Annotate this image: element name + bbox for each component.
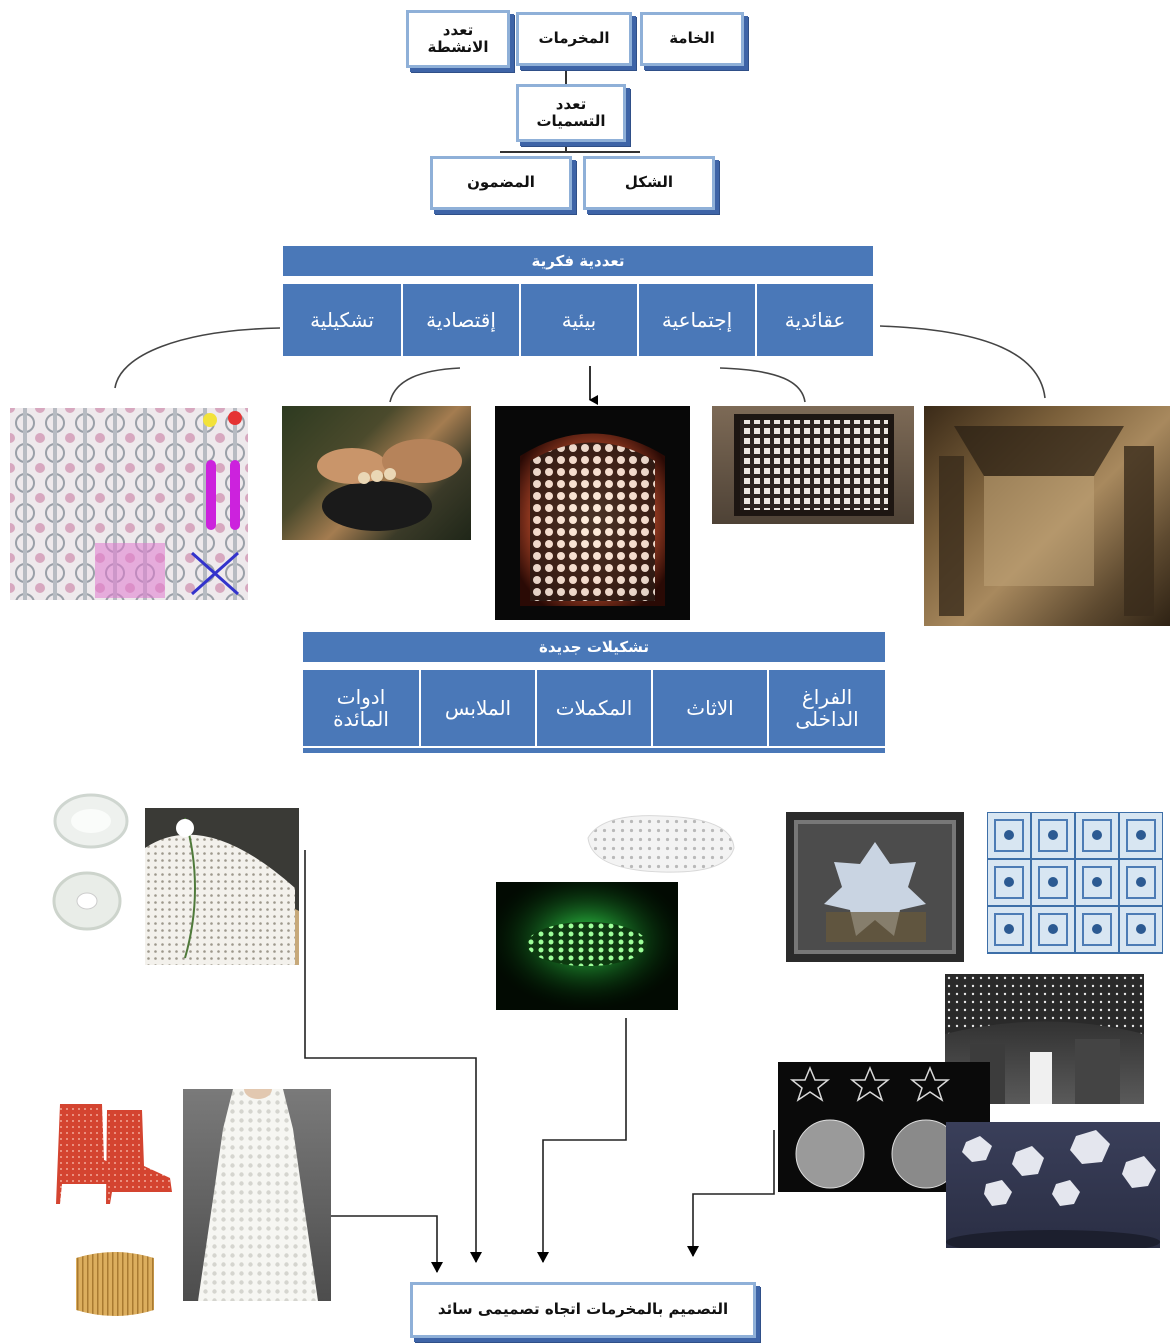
intellectual-header: تعددية فكرية	[283, 246, 873, 276]
white-dish-image	[52, 870, 122, 932]
cell-label: إقتصادية	[426, 308, 496, 332]
perforated-label: المخرمات	[538, 29, 610, 48]
final-conclusion-box: التصميم بالمخرمات اتجاه تصميمى سائد	[410, 1282, 756, 1338]
formations-cell-furniture: الاثاث	[653, 670, 767, 746]
content-label: المضمون	[467, 173, 535, 192]
material-label: الخامة	[669, 29, 715, 48]
white-lace-dress-image	[183, 1089, 331, 1301]
formations-cell-accessories: المكملات	[537, 670, 651, 746]
cell-label: المكملات	[555, 696, 633, 720]
formations-cell-clothing: الملابس	[421, 670, 535, 746]
intellectual-cell-economic: إقتصادية	[403, 284, 519, 356]
hexagon-cutouts-image	[946, 1122, 1160, 1248]
shape-label: الشكل	[624, 173, 674, 192]
formations-header-label: تشكيلات جديدة	[538, 638, 650, 656]
activities-box: تعدد الانشطة	[406, 10, 510, 68]
cell-label: عقائدية	[784, 308, 846, 332]
perforated-box: المخرمات	[516, 12, 632, 66]
formations-header: تشكيلات جديدة	[303, 632, 885, 662]
cell-label: بيئية	[561, 308, 597, 332]
green-lit-lamp-image	[496, 882, 678, 1010]
white-lamp-shade-image	[582, 808, 738, 878]
content-box: المضمون	[430, 156, 572, 210]
material-box: الخامة	[640, 12, 744, 66]
intellectual-header-label: تعددية فكرية	[531, 252, 625, 270]
mashrabiya-window-image	[712, 406, 914, 524]
activities-label: تعدد الانشطة	[427, 20, 489, 56]
pattern-tiles-image	[10, 408, 248, 600]
perforated-bowl-image	[145, 808, 299, 965]
hands-crafting-image	[282, 406, 471, 540]
formations-cell-tableware: ادوات المائدة	[303, 670, 419, 746]
white-dish-image	[52, 792, 130, 850]
names-label: تعدد التسميات	[536, 94, 606, 130]
cell-label: الفراغ الداخلى	[795, 685, 859, 731]
cell-label: الاثاث	[686, 696, 734, 720]
star-window-interior-image	[786, 812, 964, 962]
shape-box: الشكل	[583, 156, 715, 210]
lit-mashrabiya-window-image	[495, 406, 690, 620]
blue-tiled-screen-image	[987, 812, 1163, 954]
cell-label: ادوات المائدة	[333, 685, 389, 731]
cell-label: الملابس	[444, 696, 512, 720]
cell-label: إجتماعية	[661, 308, 733, 332]
intellectual-cell-formative: تشكيلية	[283, 284, 401, 356]
names-box: تعدد التسميات	[516, 84, 626, 142]
final-conclusion-label: التصميم بالمخرمات اتجاه تصميمى سائد	[437, 1300, 729, 1319]
intellectual-cell-doctrinal: عقائدية	[757, 284, 873, 356]
red-perforated-boots-image	[52, 1100, 178, 1204]
intellectual-cell-social: إجتماعية	[639, 284, 755, 356]
formations-cell-interior-space: الفراغ الداخلى	[769, 670, 885, 746]
intellectual-cell-environmental: بيئية	[521, 284, 637, 356]
formations-underline	[303, 748, 885, 753]
dark-interior-room-image	[924, 406, 1170, 626]
cell-label: تشكيلية	[310, 308, 374, 332]
gold-cuff-image	[72, 1248, 158, 1320]
